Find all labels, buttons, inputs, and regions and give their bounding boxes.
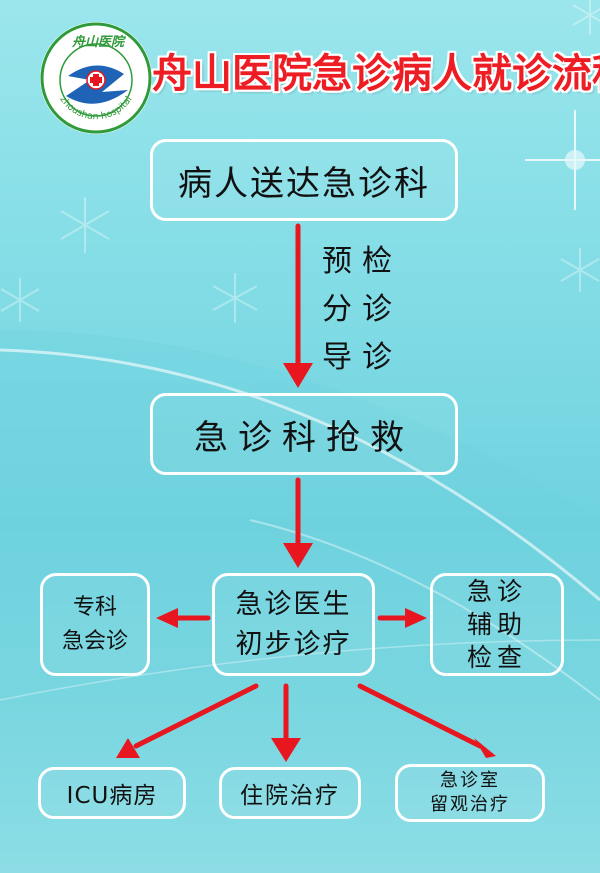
sparkle-icon (525, 110, 600, 210)
outcome-inpatient-label: 住院治疗 (240, 783, 340, 809)
outcome-inpatient: 住院治疗 (219, 767, 361, 819)
outcome-icu: ICU病房 (38, 767, 186, 819)
step-patient-arrival-label: 病人送达急诊科 (178, 163, 430, 204)
hospital-logo: 舟山医院 zhoushan hospital (40, 22, 152, 134)
arrow-doctor-to-icu (116, 683, 259, 758)
step-auxiliary-exam-line3: 检查 (466, 643, 527, 672)
page-title: 舟山医院急诊病人就诊流程 (152, 50, 600, 97)
outcome-observation: 急诊室 留观治疗 (395, 764, 545, 822)
arrow-doctor-to-consult (156, 608, 211, 628)
step-initial-treatment-line2: 初步诊疗 (235, 628, 352, 660)
outcome-observation-line2: 留观治疗 (430, 794, 510, 815)
note-guidance: 导诊 (322, 340, 402, 375)
logo-top-text: 舟山医院 (71, 34, 127, 50)
step-initial-treatment-line1: 急诊医生 (235, 588, 352, 620)
step-specialist-consult: 专科 急会诊 (40, 573, 150, 676)
step-initial-treatment: 急诊医生 初步诊疗 (212, 573, 375, 676)
outcome-icu-label: ICU病房 (66, 783, 158, 809)
triage-notes: 预检 分诊 导诊 (322, 238, 432, 382)
step-specialist-consult-line1: 专科 (72, 594, 117, 620)
note-precheck: 预检 (322, 244, 402, 279)
arrow-arrival-to-rescue (283, 223, 313, 388)
step-patient-arrival: 病人送达急诊科 (150, 139, 458, 221)
outcome-observation-line1: 急诊室 (440, 770, 500, 791)
arrow-doctor-to-exam (377, 608, 427, 628)
step-auxiliary-exam: 急诊 辅助 检查 (430, 573, 564, 676)
arrow-rescue-to-doctor (283, 477, 313, 568)
step-auxiliary-exam-line1: 急诊 (466, 577, 527, 606)
arrow-doctor-to-observation (357, 683, 496, 758)
step-auxiliary-exam-line2: 辅助 (466, 610, 527, 639)
snowflake-icon (0, 0, 600, 323)
step-emergency-rescue-label: 急诊科抢救 (194, 417, 414, 458)
step-emergency-rescue: 急诊科抢救 (150, 393, 458, 475)
note-triage: 分诊 (322, 292, 402, 327)
arrow-doctor-to-inpatient (271, 683, 301, 762)
step-specialist-consult-line2: 急会诊 (61, 628, 128, 654)
